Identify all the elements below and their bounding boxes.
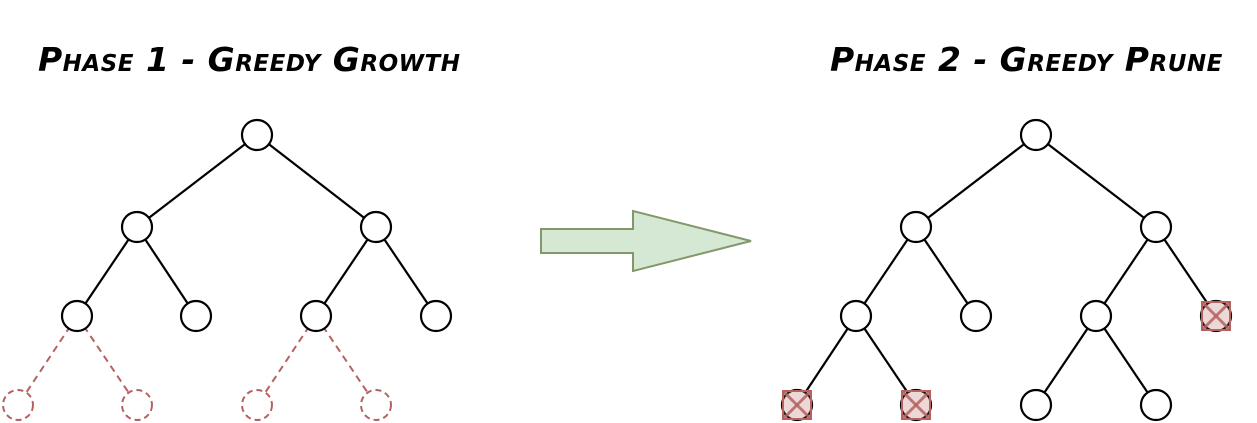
phase-2-title: Phase 2 - Greedy Prune xyxy=(830,40,1223,79)
candidate-edge xyxy=(315,315,377,406)
candidate-node xyxy=(121,389,153,421)
tree-node xyxy=(899,210,933,244)
candidate-edge xyxy=(76,315,138,406)
edge xyxy=(1095,315,1157,406)
edge xyxy=(136,226,197,317)
candidate-node xyxy=(360,389,392,421)
growth-tree-nodes xyxy=(60,118,453,333)
candidate-edge xyxy=(256,315,317,406)
edge xyxy=(915,226,977,317)
prune-tree-edges xyxy=(796,134,1217,406)
edge xyxy=(375,226,437,317)
tree-node xyxy=(299,299,333,333)
tree-node xyxy=(959,299,993,333)
edge xyxy=(1095,226,1157,317)
tree-node xyxy=(60,299,94,333)
edge xyxy=(136,134,258,228)
growth-tree-candidate-nodes xyxy=(2,389,392,421)
edge xyxy=(76,226,138,317)
phase-1-title: Phase 1 - Greedy Growth xyxy=(38,40,461,79)
tree-node xyxy=(1139,388,1173,422)
tree-node xyxy=(1079,299,1113,333)
tree-node xyxy=(179,299,213,333)
prune-tree xyxy=(780,118,1233,422)
tree-node xyxy=(359,210,393,244)
right-arrow-icon xyxy=(540,209,752,273)
tree-node xyxy=(1019,388,1053,422)
growth-tree xyxy=(2,118,453,421)
tree-node xyxy=(120,210,154,244)
candidate-node xyxy=(241,389,273,421)
tree-node xyxy=(1139,210,1173,244)
edge xyxy=(256,134,377,228)
x-mark-icon xyxy=(1200,300,1232,332)
edge xyxy=(1035,134,1157,228)
prune-tree-nodes xyxy=(780,118,1233,422)
tree-node xyxy=(240,118,274,152)
edge xyxy=(855,226,917,317)
edge xyxy=(315,226,377,317)
edge xyxy=(915,134,1037,228)
candidate-node xyxy=(2,389,34,421)
pruned-node-marks xyxy=(781,300,1232,421)
growth-tree-candidate-edges xyxy=(17,315,377,406)
edge xyxy=(1035,315,1097,406)
tree-node xyxy=(419,299,453,333)
tree-node xyxy=(839,299,873,333)
x-mark-icon xyxy=(781,389,813,421)
candidate-edge xyxy=(17,315,78,406)
x-mark-icon xyxy=(900,389,932,421)
tree-node xyxy=(1019,118,1053,152)
growth-tree-edges xyxy=(76,134,437,317)
